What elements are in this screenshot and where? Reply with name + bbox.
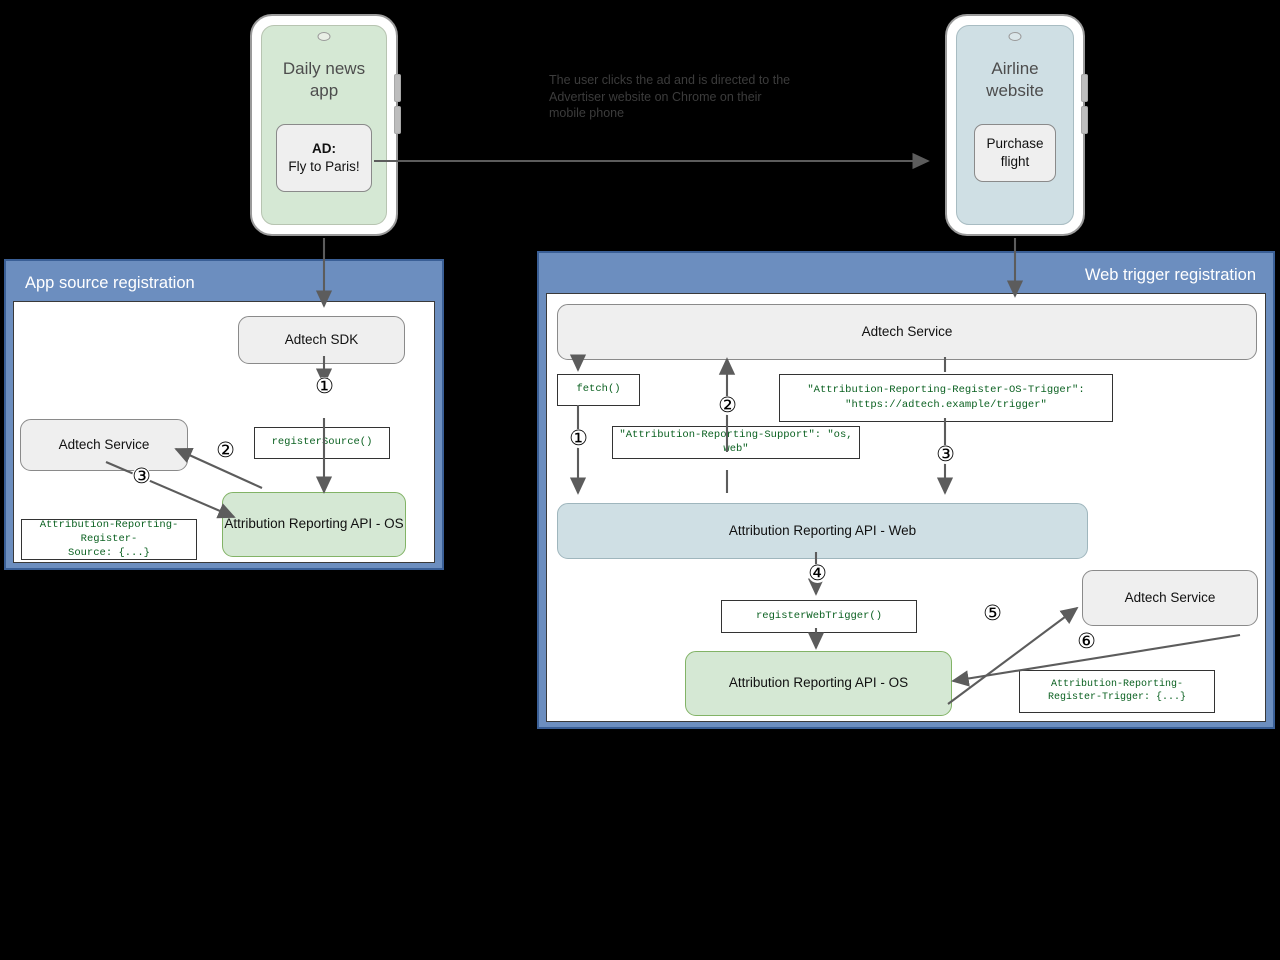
step-badge-left-3: ③ <box>132 464 151 488</box>
node-adtech-service-bottom[interactable]: Adtech Service <box>1082 569 1258 626</box>
step-badge-right-6: ⑥ <box>1077 629 1096 653</box>
step-badge-right-4: ④ <box>808 561 827 585</box>
node-ara-os-right[interactable]: Attribution Reporting API - OS <box>685 650 952 716</box>
node-attribution-reporting-support-header: "Attribution-Reporting-Support": "os, we… <box>612 425 860 459</box>
purchase-flight-label-2: flight <box>1000 154 1030 169</box>
node-register-web-trigger-call: registerWebTrigger() <box>721 599 917 633</box>
flow-caption: The user clicks the ad and is directed t… <box>549 73 791 120</box>
web-trigger-registration-body: Adtech Service fetch() "Attribution-Repo… <box>546 292 1266 722</box>
daily-news-app-title: Daily news app <box>282 59 366 100</box>
airline-website-screen: Airline website Purchase flight <box>956 25 1074 225</box>
node-register-source-call: registerSource() <box>254 426 390 459</box>
node-adtech-sdk[interactable]: Adtech SDK <box>238 315 405 364</box>
purchase-flight-card[interactable]: Purchase flight <box>974 124 1056 182</box>
daily-news-phone: Daily news app AD: Fly to Paris! <box>250 14 401 236</box>
daily-news-screen: Daily news app AD: Fly to Paris! <box>261 25 387 225</box>
airline-website-title: Airline website <box>986 59 1044 100</box>
step-badge-left-2: ② <box>216 438 235 462</box>
node-register-os-trigger-header: "Attribution-Reporting-Register-OS-Trigg… <box>779 373 1113 422</box>
phone-side-button-lower <box>394 106 401 134</box>
purchase-flight-label-1: Purchase <box>986 136 1044 152</box>
app-source-registration-title: App source registration <box>25 274 195 292</box>
step-badge-right-1: ① <box>569 426 588 450</box>
ad-card-text: Fly to Paris! <box>288 159 360 174</box>
ad-card-label: AD: <box>312 141 336 157</box>
app-source-registration-body: Adtech SDK registerSource() Adtech Servi… <box>13 300 435 563</box>
node-register-source-header: Attribution-Reporting-Register- Source: … <box>21 518 197 560</box>
phone-side-button-upper-2 <box>1081 74 1088 102</box>
ad-card[interactable]: AD: Fly to Paris! <box>276 124 372 192</box>
phone-side-button-upper <box>394 74 401 102</box>
step-badge-right-5: ⑤ <box>983 601 1002 625</box>
node-ara-web[interactable]: Attribution Reporting API - Web <box>557 502 1088 559</box>
node-adtech-service-top[interactable]: Adtech Service <box>557 303 1257 360</box>
node-fetch-call: fetch() <box>557 373 640 406</box>
step-badge-right-3: ③ <box>936 442 955 466</box>
phone-camera-icon <box>317 32 331 41</box>
airline-website-phone: Airline website Purchase flight <box>945 14 1088 236</box>
app-source-registration-panel: App source registration Adtech SDK regis… <box>4 259 444 570</box>
step-badge-right-2: ② <box>718 393 737 417</box>
node-register-trigger-header: Attribution-Reporting- Register-Trigger:… <box>1019 669 1215 713</box>
web-trigger-registration-panel: Web trigger registration Adtech Service … <box>537 251 1275 729</box>
node-ara-os-left[interactable]: Attribution Reporting API - OS <box>222 491 406 557</box>
phone-side-button-lower-2 <box>1081 106 1088 134</box>
phone-camera-icon-2 <box>1008 32 1022 41</box>
step-badge-left-1: ① <box>315 374 334 398</box>
web-trigger-registration-title: Web trigger registration <box>1084 266 1256 284</box>
node-adtech-service-left[interactable]: Adtech Service <box>20 418 188 471</box>
